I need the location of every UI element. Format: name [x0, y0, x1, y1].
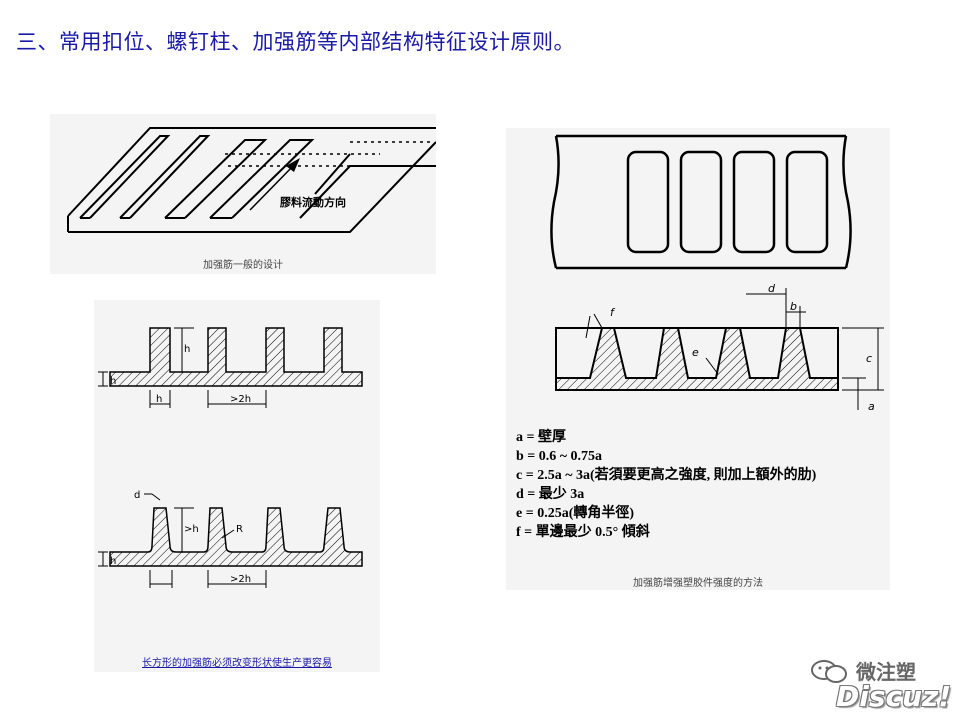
wechat-icon: [811, 660, 847, 683]
strength-rib-caption: 加强筋增强塑胶件强度的方法: [633, 578, 763, 589]
spec-line: d = 最少 3a: [516, 487, 585, 502]
top-view: [550, 134, 852, 270]
dim-c-label: c: [866, 352, 872, 365]
rect-rib-caption[interactable]: 长方形的加强筋必须改变形状使生产更容易: [142, 658, 332, 669]
watermark-cn: 微注塑: [856, 660, 916, 684]
spec-line: b = 0.6 ~ 0.75a: [516, 449, 603, 464]
spec-list: a = 壁厚 b = 0.6 ~ 0.75a c = 2.5a ~ 3a(若須要…: [516, 428, 886, 542]
spec-line: e = 0.25a(轉角半徑): [516, 506, 635, 521]
tapered-ribs: [109, 507, 363, 567]
figure-general-rib: 膠料流動方向 加强筋一般的设计: [50, 114, 436, 274]
watermark: 微注塑 Discuz!: [808, 652, 956, 716]
rect-pitch-label: h: [156, 394, 162, 405]
spec-line: c = 2.5a ~ 3a(若須要更高之強度, 則加上額外的肋): [516, 468, 817, 483]
rect-spacing-label: >2h: [230, 394, 251, 405]
dim-f-label: f: [610, 306, 616, 319]
tapered-spacing-label: >2h: [230, 574, 251, 585]
tapered-r-label: R: [236, 524, 243, 535]
rect-h-top-label: h: [184, 344, 190, 355]
section-view: [555, 327, 839, 391]
general-rib-drawing: 膠料流動方向: [67, 127, 436, 233]
general-rib-caption: 加强筋一般的设计: [203, 260, 283, 271]
dim-a-label: a: [868, 400, 875, 413]
spec-line: a = 壁厚: [516, 430, 566, 445]
dim-b-label: b: [790, 300, 797, 313]
tapered-h-top-label: >h: [184, 524, 199, 535]
rect-rib-drawing: h h h >2h h >h d R >2h: [98, 327, 363, 588]
tapered-h-side-label: h: [110, 556, 116, 567]
rect-h-side-label: h: [110, 376, 116, 387]
rect-ribs: [109, 327, 363, 387]
flow-arrow-head: [286, 158, 300, 172]
section-heading: 三、常用扣位、螺钉柱、加强筋等内部结构特征设计原则。: [16, 30, 575, 54]
strength-rib-drawing: d b f e c a: [550, 134, 884, 413]
flow-arrow-line: [249, 163, 296, 211]
watermark-brand: Discuz!: [836, 680, 952, 713]
spec-line: f = 單邊最少 0.5° 傾斜: [516, 525, 650, 540]
plate-outline: [67, 127, 436, 233]
figure-strength-rib: d b f e c a a = 壁厚 b = 0.6 ~ 0.75a c = 2…: [506, 128, 890, 590]
dim-e-label: e: [692, 346, 699, 359]
figure-rect-rib: h h h >2h h >h d R >2h 长方形的加强筋必须改变形状使: [94, 300, 380, 672]
flow-direction-label: 膠料流動方向: [280, 195, 346, 209]
dim-d-label: d: [768, 282, 776, 295]
tapered-d-label: d: [134, 490, 140, 501]
